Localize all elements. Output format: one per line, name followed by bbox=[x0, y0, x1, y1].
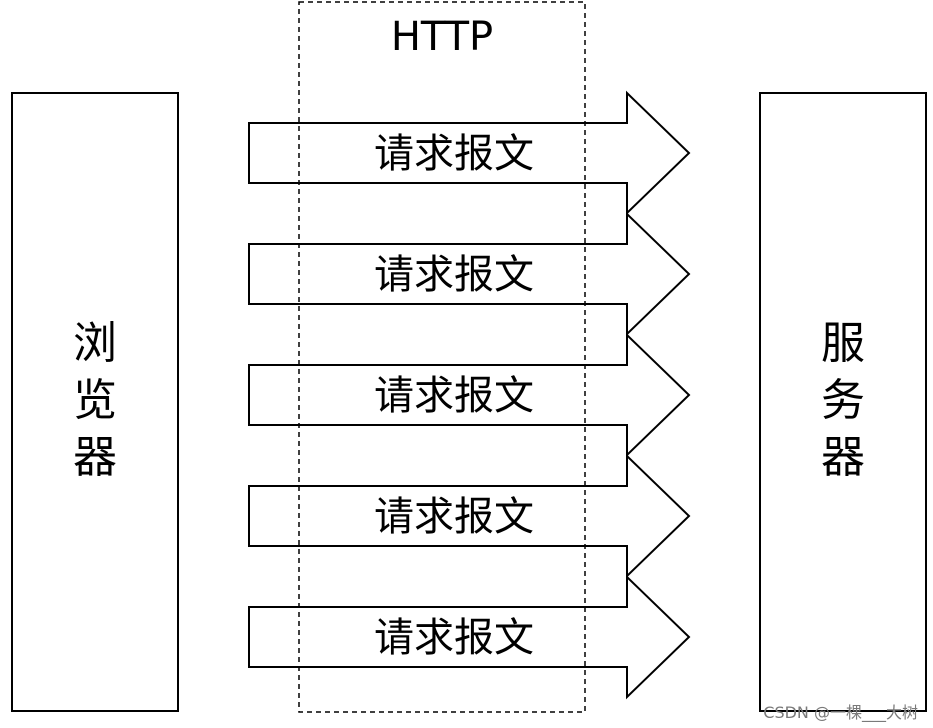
server-label-char-3: 器 bbox=[821, 432, 865, 483]
server-node: 服 务 器 bbox=[759, 92, 927, 712]
http-label: HTTP bbox=[391, 14, 493, 60]
http-channel: HTTP bbox=[298, 1, 586, 713]
browser-node: 浏 览 器 bbox=[11, 92, 179, 712]
server-label-char-2: 务 bbox=[821, 375, 865, 426]
request-arrow: 请求报文 bbox=[248, 211, 691, 337]
request-arrow-shape bbox=[248, 453, 691, 579]
request-arrow-shape bbox=[248, 211, 691, 337]
request-arrow-shape bbox=[248, 332, 691, 458]
server-label-char-1: 服 bbox=[821, 318, 865, 369]
browser-label-char-3: 器 bbox=[73, 432, 117, 483]
request-arrow-label: 请求报文 bbox=[374, 131, 534, 177]
request-arrow: 请求报文 bbox=[248, 574, 691, 700]
request-arrow: 请求报文 bbox=[248, 332, 691, 458]
browser-box bbox=[11, 92, 179, 712]
watermark: CSDN @一棵___大树 bbox=[763, 703, 918, 723]
browser-label-char-2: 览 bbox=[73, 375, 117, 426]
browser-label-char-1: 浏 bbox=[73, 318, 117, 369]
http-channel-border bbox=[298, 1, 586, 713]
request-arrow-label: 请求报文 bbox=[374, 615, 534, 661]
request-arrow-shape bbox=[248, 574, 691, 700]
server-box bbox=[759, 92, 927, 712]
request-arrow-label: 请求报文 bbox=[374, 494, 534, 540]
request-arrow: 请求报文 bbox=[248, 453, 691, 579]
request-arrow-label: 请求报文 bbox=[374, 373, 534, 419]
request-arrow-shape bbox=[248, 90, 691, 216]
request-arrow: 请求报文 bbox=[248, 90, 691, 216]
request-arrow-label: 请求报文 bbox=[374, 252, 534, 298]
